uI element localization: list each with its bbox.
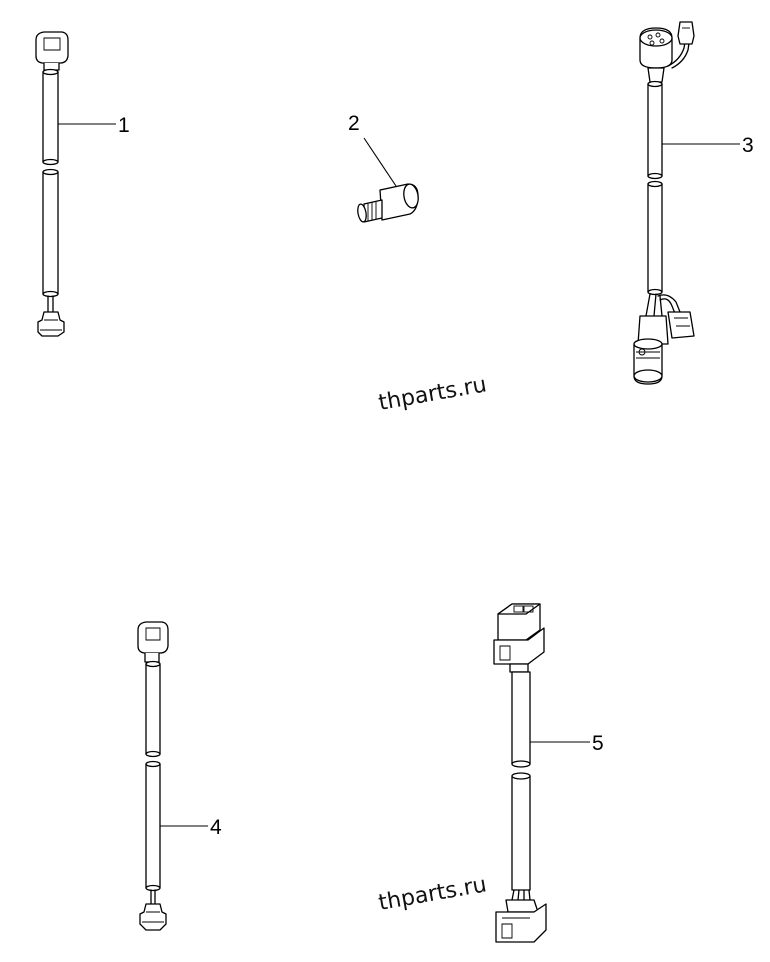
part-5-harness-square-connectors: 5 — [493, 603, 604, 943]
part-4-wire-harness: 4 — [137, 621, 222, 931]
callout-5: 5 — [592, 732, 604, 755]
callout-3: 3 — [742, 134, 754, 157]
callout-1: 1 — [118, 114, 130, 137]
part-1-wire-harness: 1 — [35, 31, 130, 337]
part-3-harness-with-plug: 3 — [633, 21, 754, 385]
watermark-upper: thparts.ru — [377, 372, 489, 416]
watermark-lower: thparts.ru — [377, 872, 489, 916]
callout-2: 2 — [348, 112, 360, 135]
callout-4: 4 — [210, 816, 222, 839]
part-2-fitting: 2 — [348, 112, 419, 223]
